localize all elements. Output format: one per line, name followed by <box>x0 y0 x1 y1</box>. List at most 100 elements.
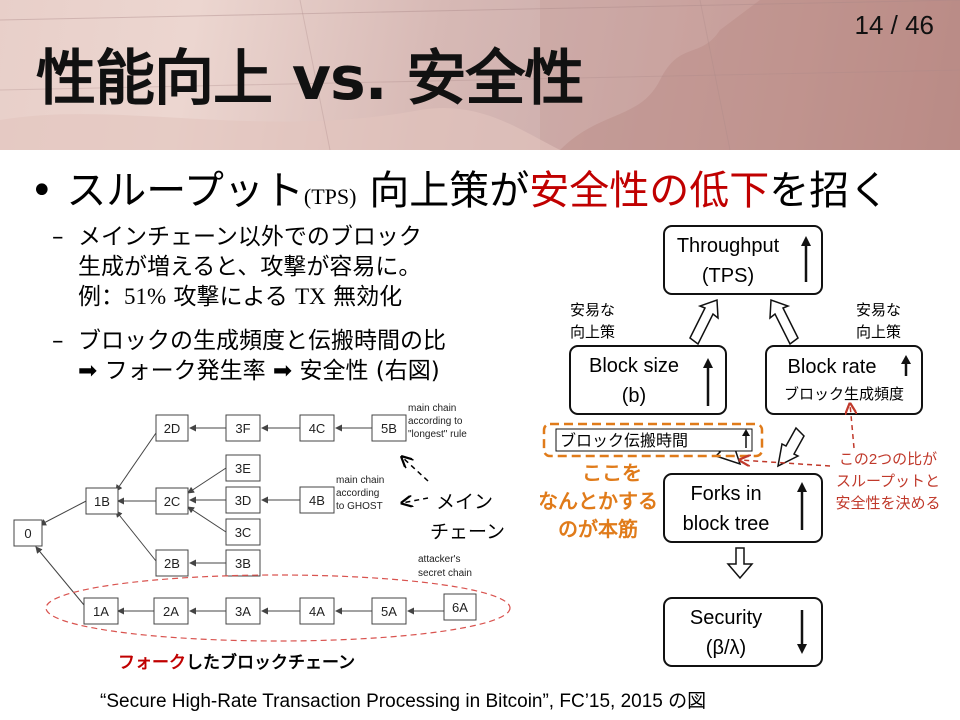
block-box <box>155 487 189 515</box>
sub1-invalidate: 無効化 <box>325 284 403 310</box>
throughput-label-2: (TPS) <box>702 265 754 287</box>
block-box <box>299 486 335 514</box>
forks-label-2: block tree <box>683 513 770 535</box>
ghost-label-3: to GHOST <box>336 501 383 512</box>
focus-text-2: なんとかする <box>540 490 658 513</box>
sub1-line3: 例：51% 攻撃による TX 無効化 <box>78 282 422 312</box>
security-label-1: Security <box>690 607 762 629</box>
block-4c: 4C <box>309 421 326 436</box>
block-box <box>225 549 261 577</box>
bullet-suffix: を招く <box>769 168 890 214</box>
block-box <box>155 414 189 442</box>
hollow-arrow-icon <box>689 298 719 346</box>
easy-left-2: 向上策 <box>570 324 615 341</box>
longest-label-3: "longest" rule <box>408 429 467 440</box>
hollow-arrow-icon <box>776 426 805 468</box>
main-bullet: • スループット(TPS) 向上策が安全性の低下を招く <box>30 158 889 216</box>
main-chain-jp-1: メイン <box>436 492 493 513</box>
dashed-arrow-left <box>402 498 429 503</box>
up-arrow-head <box>703 358 713 368</box>
block-box <box>85 487 119 515</box>
forks-box <box>663 473 823 543</box>
longest-label-2: according to <box>408 416 463 427</box>
block-rate-label: Block rate <box>788 356 877 378</box>
block-3c: 3C <box>235 525 252 540</box>
sub-bullet-1: – メインチェーン以外でのブロック 生成が増えると、攻撃が容易に。 例：51% … <box>52 222 422 312</box>
right-arrow-icon: ➡ <box>272 358 293 384</box>
up-arrow-head <box>801 236 811 246</box>
ratio-note-1: この2つの比が <box>839 451 937 468</box>
flowchart: Throughput (TPS) 安易な 向上策 安易な 向上策 Block s… <box>540 225 941 667</box>
red-dashed-arrow <box>740 460 831 467</box>
block-box <box>225 454 261 482</box>
edge-2b-1b <box>115 510 157 562</box>
sub1-line1: メインチェーン以外でのブロック <box>78 224 422 250</box>
up-arrow-head <box>797 482 807 492</box>
block-box <box>225 518 261 546</box>
red-dashed-arrow <box>850 404 854 449</box>
block-box <box>299 597 335 625</box>
block-0: 0 <box>24 526 31 541</box>
block-size-label-1: Block size <box>589 355 679 377</box>
dash-marker: – <box>52 328 64 354</box>
focus-text-3: のが本筋 <box>558 517 638 541</box>
block-3e: 3E <box>235 461 251 476</box>
hollow-down-arrow-icon <box>726 547 754 580</box>
block-3b: 3B <box>235 556 251 571</box>
up-arrow-head <box>742 429 750 436</box>
fork-caption: フォークしたブロックチェーン <box>118 652 355 672</box>
block-2a: 2A <box>163 604 179 619</box>
easy-left-1: 安易な <box>570 302 615 319</box>
block-3d: 3D <box>235 493 252 508</box>
sub1-line2: 生成が増えると、攻撃が容易に。 <box>78 254 422 280</box>
dash-marker: – <box>52 224 64 250</box>
block-1b: 1B <box>94 494 110 509</box>
block-box <box>153 597 189 625</box>
block-3f: 3F <box>235 421 250 436</box>
block-tree-diagram: 0 1B 2D 3F 4C 5B 3E 2C 3D 4B 3C 2B 3B 1A… <box>13 403 511 672</box>
longest-label-1: main chain <box>408 403 456 414</box>
block-box <box>225 414 261 442</box>
block-3a: 3A <box>235 604 251 619</box>
block-2b: 2B <box>164 556 180 571</box>
block-box <box>371 414 407 442</box>
forks-label-1: Forks in <box>690 483 761 505</box>
block-box <box>443 593 477 621</box>
attacker-label-1: attacker's <box>418 554 460 565</box>
sub2-security: 安全性 (右図) <box>292 358 440 384</box>
sub2-line1: ブロックの生成頻度と伝搬時間の比 <box>78 328 446 354</box>
block-5a: 5A <box>381 604 397 619</box>
citation: “Secure High-Rate Transaction Processing… <box>100 691 707 712</box>
sub1-tx: TX <box>295 284 326 309</box>
easy-right-2: 向上策 <box>856 324 901 341</box>
sub1-example-label: 例： <box>78 284 124 310</box>
block-2c: 2C <box>164 494 181 509</box>
edge-3e-2c <box>187 467 227 494</box>
main-chain-jp-2: チェーン <box>430 522 505 543</box>
attacker-label-2: secret chain <box>418 568 472 579</box>
sub-bullet-2: – ブロックの生成頻度と伝搬時間の比 ➡ フォーク発生率 ➡ 安全性 (右図) <box>52 326 446 386</box>
throughput-box <box>663 225 823 295</box>
block-box <box>299 414 335 442</box>
bullet-tps: (TPS) <box>303 184 357 209</box>
up-arrow-head <box>901 355 911 364</box>
focus-text-1: ここを <box>582 462 642 485</box>
block-5b: 5B <box>381 421 397 436</box>
bullet-dot: • <box>30 168 54 214</box>
propagation-box <box>555 428 753 452</box>
sub1-percent: 51% <box>124 284 167 309</box>
attacker-chain-ellipse <box>45 574 511 642</box>
block-box <box>225 597 261 625</box>
bullet-prefix: スループット <box>66 168 304 214</box>
block-4a: 4A <box>309 604 325 619</box>
dashed-arrow-up <box>402 457 429 482</box>
ghost-label-1: main chain <box>336 475 384 486</box>
edge-2d-1b <box>115 432 157 492</box>
easy-right-1: 安易な <box>856 302 901 319</box>
page-number: 14 / 46 <box>854 10 934 40</box>
right-arrow-icon: ➡ <box>78 358 98 384</box>
edge-3c-2c <box>187 506 227 533</box>
block-size-label-2: (b) <box>622 385 646 407</box>
security-label-2: (β/λ) <box>706 637 746 659</box>
down-arrow-head <box>797 644 807 654</box>
